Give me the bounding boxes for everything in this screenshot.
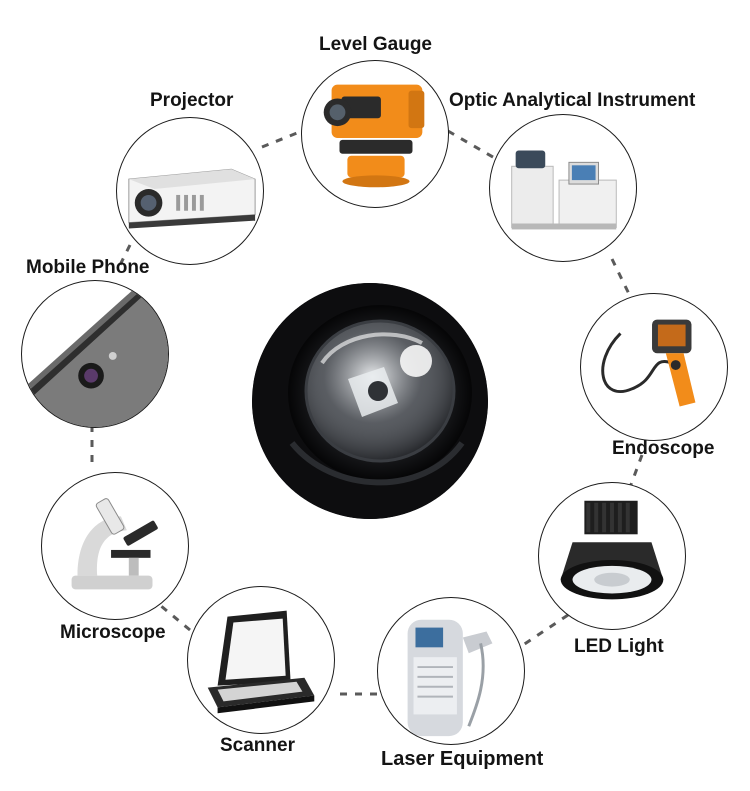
level-gauge-node[interactable] bbox=[301, 60, 449, 208]
laser-equipment-icon bbox=[407, 619, 493, 737]
projector-node[interactable] bbox=[116, 117, 264, 265]
level-gauge-label: Level Gauge bbox=[319, 34, 432, 55]
scanner-label: Scanner bbox=[220, 735, 295, 756]
endoscope-node[interactable] bbox=[580, 293, 728, 441]
dome-lens-icon bbox=[252, 283, 488, 519]
endoscope-icon bbox=[601, 319, 696, 407]
level-gauge-icon bbox=[323, 84, 425, 188]
endoscope-label: Endoscope bbox=[612, 438, 715, 459]
microscope-label: Microscope bbox=[60, 622, 166, 643]
scanner-icon bbox=[207, 610, 315, 714]
analytical-instrument-icon bbox=[511, 150, 617, 230]
laser-equipment-label: Laser Equipment bbox=[381, 748, 544, 770]
projector-icon bbox=[128, 168, 256, 229]
microscope-icon bbox=[71, 498, 158, 590]
mobile-phone-label: Mobile Phone bbox=[26, 257, 150, 278]
projector-label: Projector bbox=[150, 90, 234, 111]
led-light-label: LED Light bbox=[574, 636, 664, 657]
microscope-node[interactable] bbox=[41, 472, 189, 620]
led-light-icon bbox=[560, 500, 664, 600]
center-dome-lens bbox=[252, 283, 488, 519]
mobile-phone-icon bbox=[22, 284, 168, 427]
led-light-node[interactable] bbox=[538, 482, 686, 630]
scanner-node[interactable] bbox=[187, 586, 335, 734]
optic-analytical-instrument-node[interactable] bbox=[489, 114, 637, 262]
mobile-phone-node[interactable] bbox=[21, 280, 169, 428]
optic-analytical-instrument-label: Optic Analytical Instrument bbox=[449, 90, 696, 111]
laser-equipment-node[interactable] bbox=[377, 597, 525, 745]
